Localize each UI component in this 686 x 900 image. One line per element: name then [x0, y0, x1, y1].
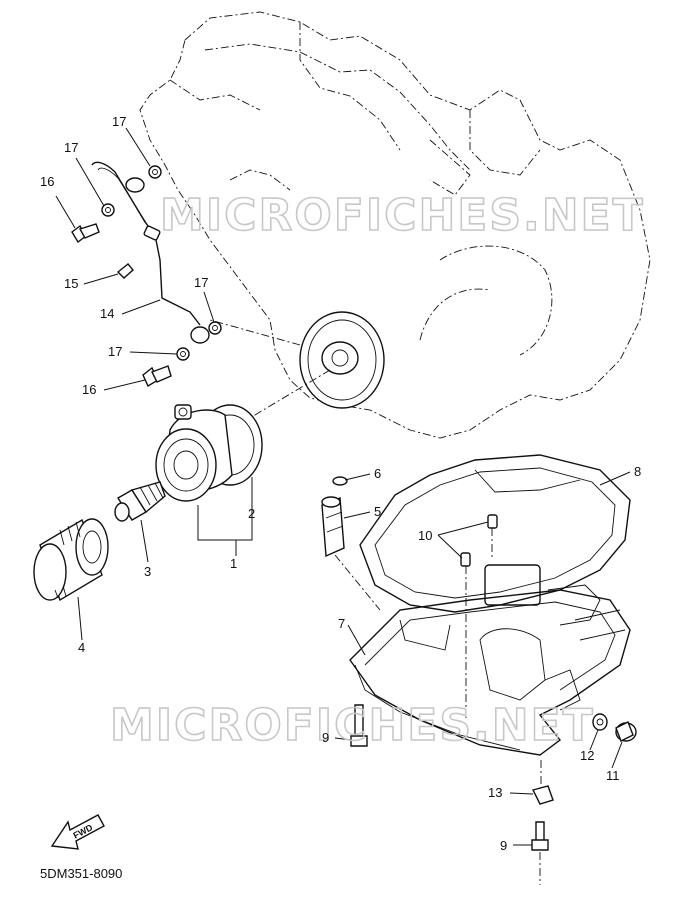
callout-1: 1: [230, 556, 237, 571]
callout-13: 13: [488, 785, 502, 800]
oil-cooler-assembly: [155, 404, 263, 502]
watermark-bottom: MICROFICHES.NET: [110, 700, 595, 751]
callout-17a: 17: [112, 114, 126, 129]
callout-16b: 16: [82, 382, 96, 397]
callout-12: 12: [580, 748, 594, 763]
engine-block-outline: [139, 11, 651, 439]
callout-7: 7: [338, 616, 345, 631]
fwd-arrow-icon: FWD: [50, 814, 105, 850]
callout-6: 6: [374, 466, 381, 481]
callout-8: 8: [634, 464, 641, 479]
callout-5: 5: [374, 504, 381, 519]
callout-11: 11: [606, 768, 620, 783]
oil-pan-gasket: [359, 454, 631, 613]
callout-16a: 16: [40, 174, 54, 189]
callout-3: 3: [144, 564, 151, 579]
callout-17d: 17: [108, 344, 122, 359]
leader-lines: [55, 127, 631, 846]
callout-2: 2: [248, 506, 255, 521]
drain-hardware: [350, 704, 637, 885]
callout-10: 10: [418, 528, 432, 543]
oil-delivery-pipe: [91, 161, 210, 344]
callout-15: 15: [64, 276, 78, 291]
callout-9b: 9: [500, 838, 507, 853]
union-bolt: [114, 481, 166, 522]
watermark-top: MICROFICHES.NET: [160, 190, 645, 241]
oil-pan: [349, 564, 631, 756]
diagram-code: 5DM351-8090: [40, 866, 122, 881]
filter-mount-boss: [209, 311, 385, 431]
callout-17b: 17: [64, 140, 78, 155]
oil-filter: [33, 518, 109, 602]
pipe-hardware: [71, 165, 222, 388]
callout-14: 14: [100, 306, 114, 321]
callout-9a: 9: [322, 730, 329, 745]
callout-17c: 17: [194, 275, 208, 290]
strainer-pipe: [321, 476, 498, 720]
callout-4: 4: [78, 640, 85, 655]
